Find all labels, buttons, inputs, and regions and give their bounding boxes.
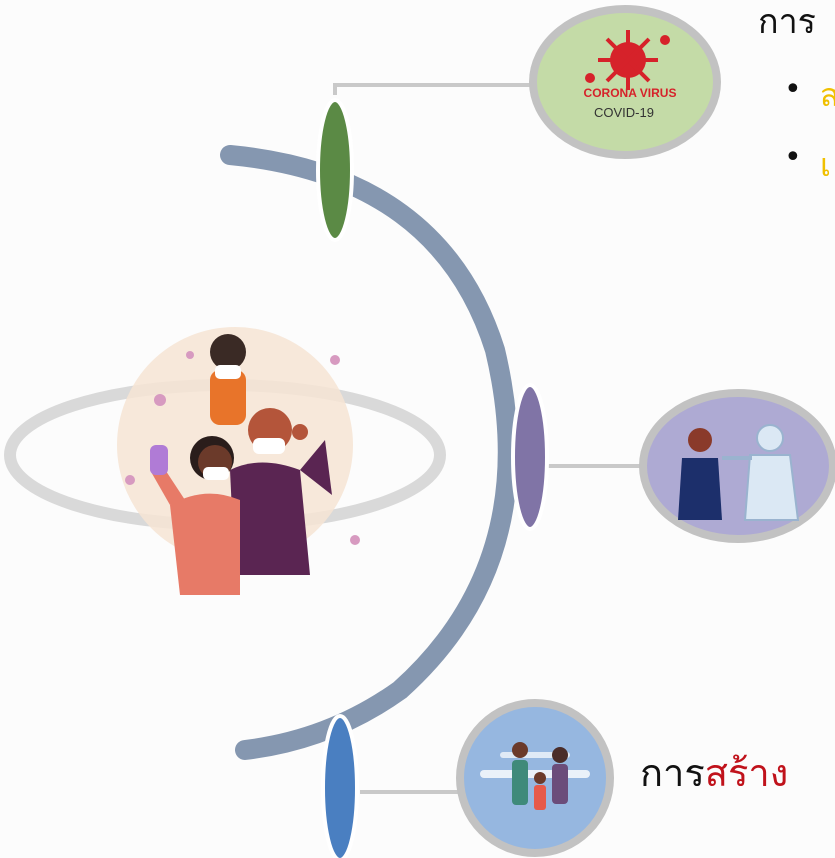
man-figure xyxy=(230,408,332,575)
node-bottom[interactable] xyxy=(321,714,359,858)
corona-label: CORONA VIRUS xyxy=(584,86,677,100)
family-icon xyxy=(480,742,590,810)
family-badge[interactable] xyxy=(456,699,614,857)
screening-icon xyxy=(678,424,800,521)
bullet-marker-2: • xyxy=(784,140,802,175)
caption-accent: สร้าง xyxy=(704,751,789,795)
woman-figure xyxy=(150,436,240,595)
node-top[interactable] xyxy=(316,98,354,242)
connectors xyxy=(333,83,640,794)
central-illustration xyxy=(4,327,446,595)
child-figure xyxy=(210,334,246,425)
caption-prefix: การ xyxy=(640,751,705,795)
bottom-caption: การสร้าง xyxy=(640,742,788,803)
node-middle[interactable] xyxy=(511,383,549,531)
virus-icon xyxy=(585,30,670,90)
top-heading: การ xyxy=(758,2,816,42)
corona-badge[interactable]: CORONA VIRUS COVID-19 xyxy=(529,5,721,159)
covid-label: COVID-19 xyxy=(594,105,654,120)
bullet-text-1: ส xyxy=(820,76,835,114)
bullet-text-2: เ xyxy=(820,146,831,184)
screening-badge[interactable] xyxy=(639,389,835,543)
bullet-marker-1: • xyxy=(784,72,802,107)
